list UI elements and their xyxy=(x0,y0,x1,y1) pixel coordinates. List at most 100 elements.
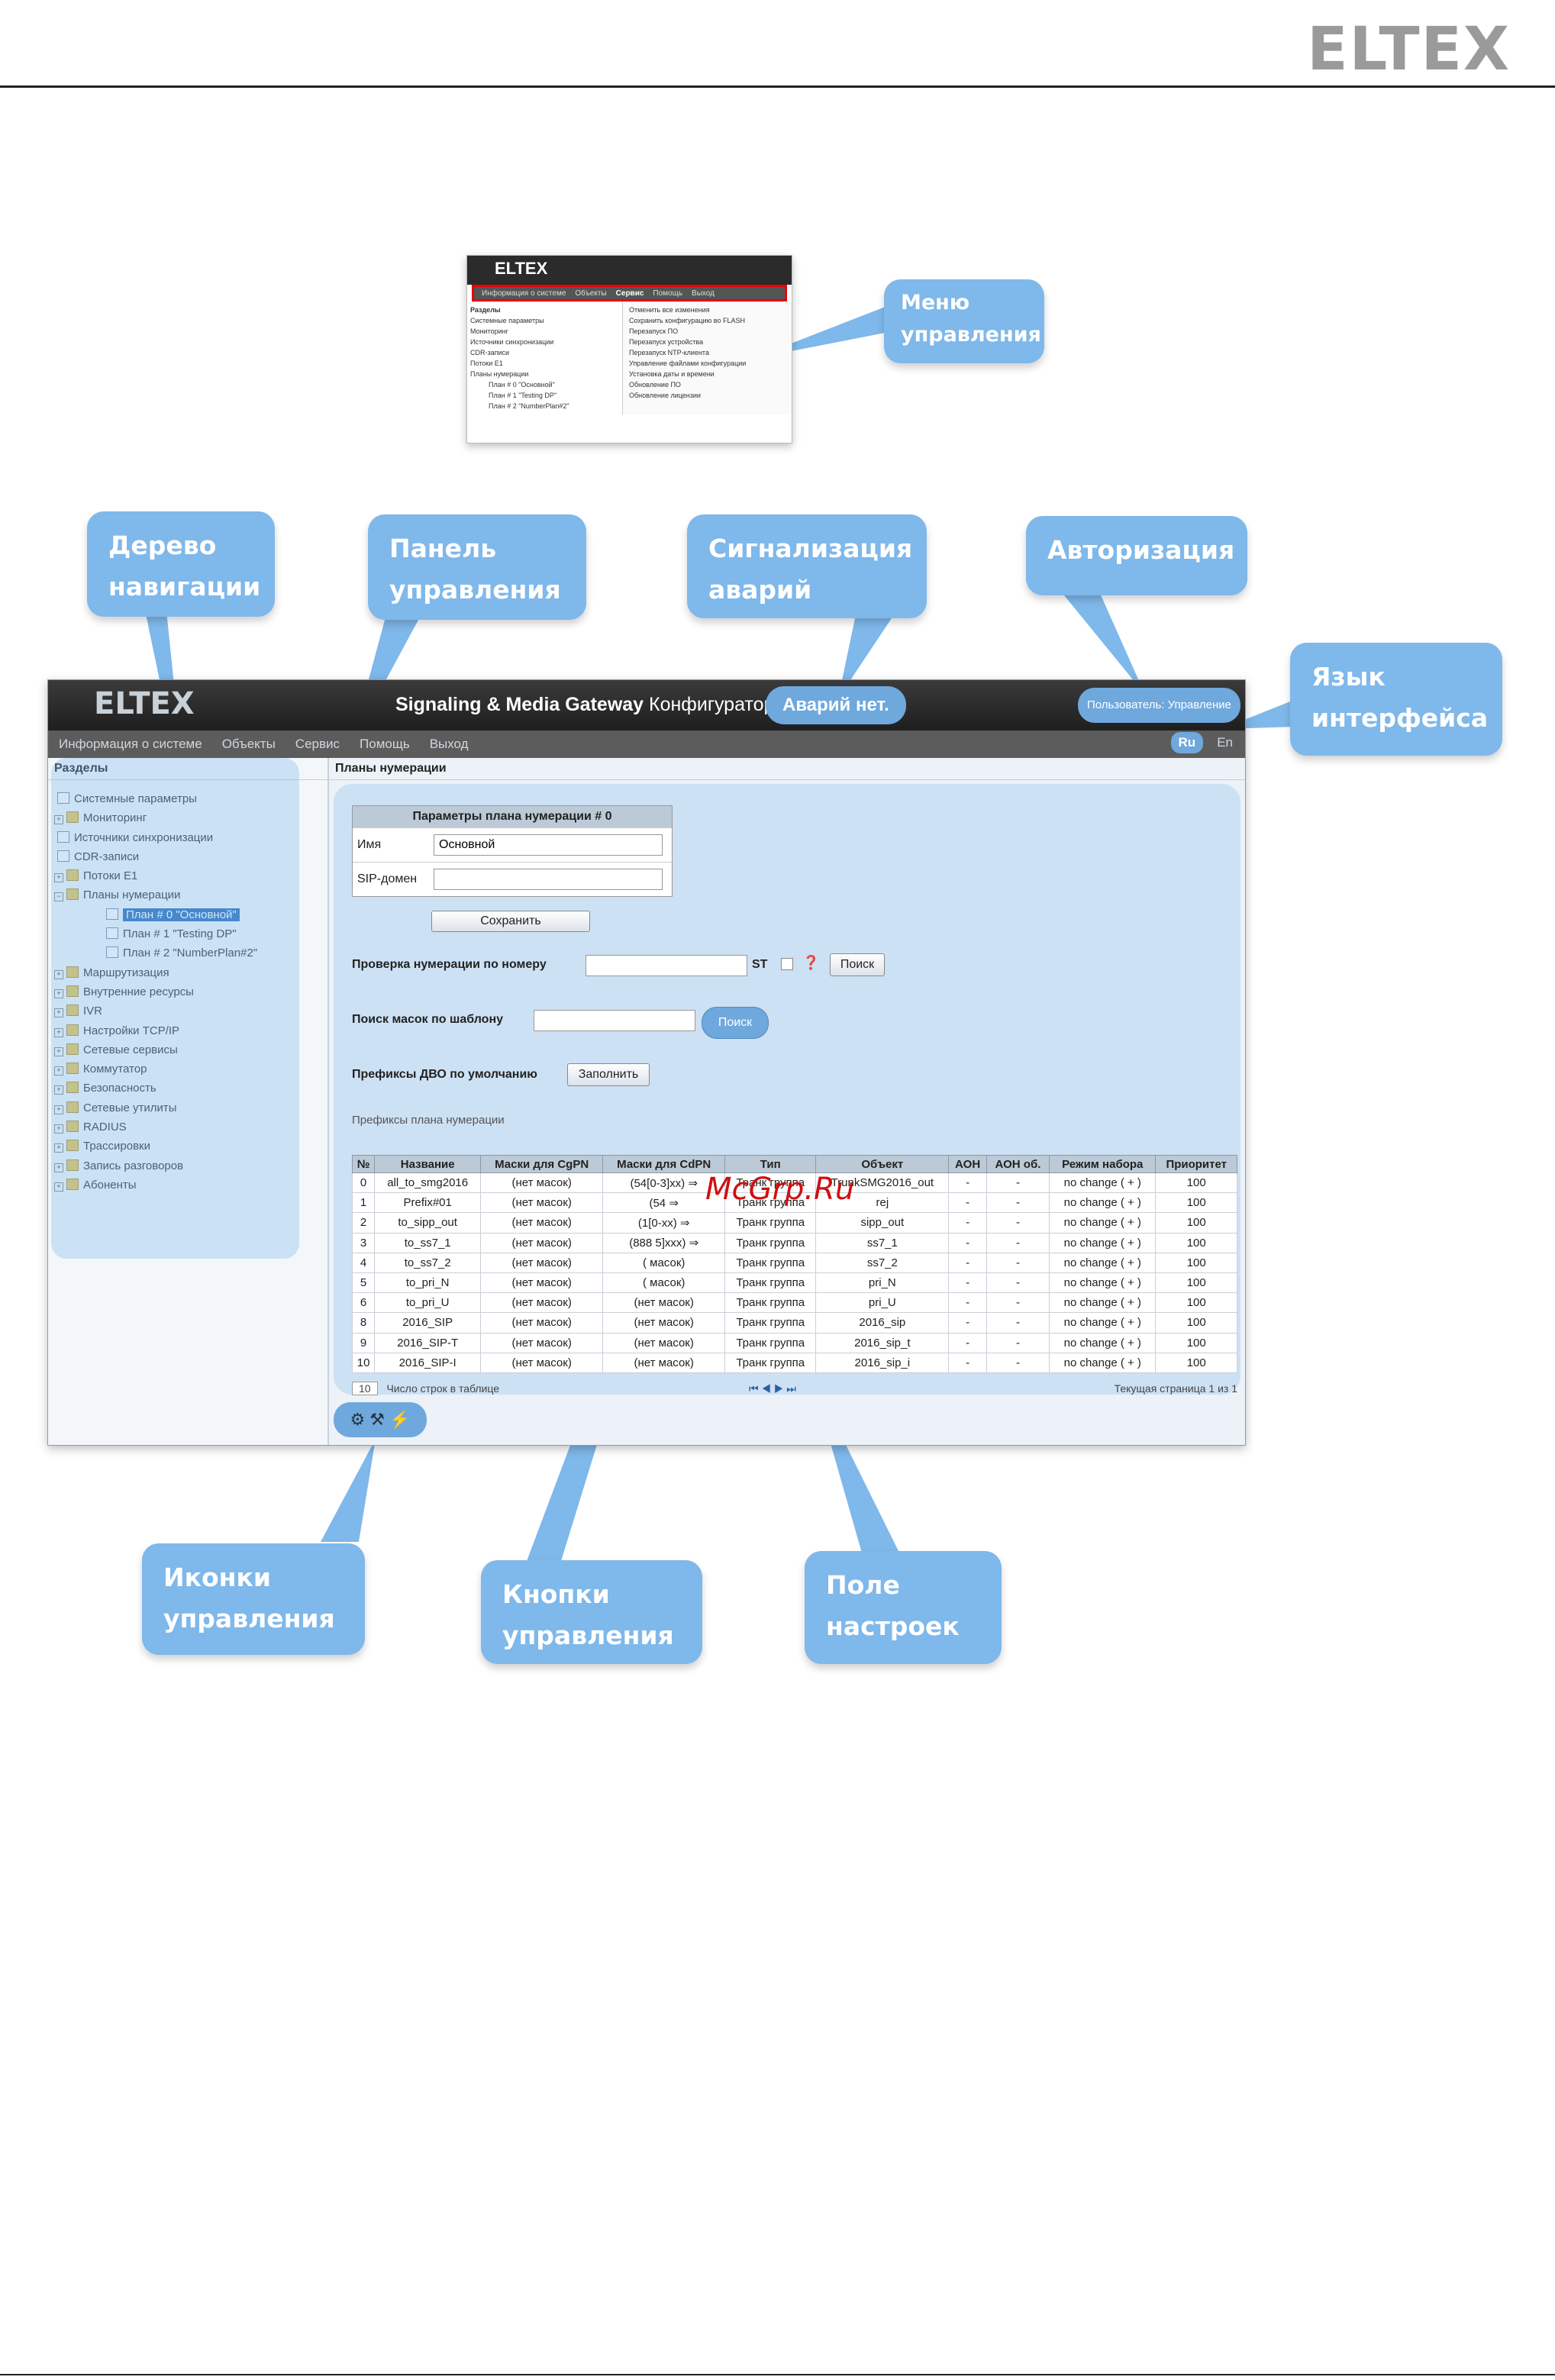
save-button[interactable]: Сохранить xyxy=(431,911,590,932)
name-input[interactable] xyxy=(434,834,663,856)
expand-icon[interactable]: + xyxy=(54,1105,63,1114)
tree-item[interactable]: +Потоки E1 xyxy=(54,866,327,885)
column-header[interactable]: Маски для CdPN xyxy=(602,1155,726,1173)
tree-item[interactable]: +RADIUS xyxy=(54,1117,327,1137)
expand-icon[interactable]: + xyxy=(54,1046,63,1056)
expand-icon[interactable]: + xyxy=(54,969,63,979)
user-authorization[interactable]: Пользователь: Управление xyxy=(1077,688,1240,723)
tools-icon[interactable]: ⚒ xyxy=(369,1410,386,1429)
inset-tree-item[interactable]: План # 0 "Основной" xyxy=(489,381,555,389)
tree-item[interactable]: Системные параметры xyxy=(54,789,327,808)
column-header[interactable]: Приоритет xyxy=(1155,1155,1237,1173)
inset-tree-item[interactable]: План # 1 "Testing DP" xyxy=(489,392,557,399)
tree-item[interactable]: +Настройки TCP/IP xyxy=(54,1021,327,1040)
expand-icon[interactable]: + xyxy=(54,1163,63,1172)
expand-icon[interactable]: + xyxy=(54,1143,63,1153)
tree-item[interactable]: +Сетевые сервисы xyxy=(54,1040,327,1059)
expand-icon[interactable]: + xyxy=(54,1008,63,1018)
column-header[interactable]: АОН об. xyxy=(986,1155,1050,1173)
tree-item[interactable]: Источники синхронизации xyxy=(54,828,327,847)
tree-item[interactable]: +Маршрутизация xyxy=(54,963,327,982)
expand-icon[interactable]: + xyxy=(54,1027,63,1037)
tree-item[interactable]: +Трассировки xyxy=(54,1137,327,1156)
sip-domain-input[interactable] xyxy=(434,869,663,890)
menu-item-service[interactable]: Сервис xyxy=(295,737,340,751)
tree-item[interactable]: +Внутренние ресурсы xyxy=(54,982,327,1001)
check-search-button[interactable]: Поиск xyxy=(830,953,885,976)
menu-item-help[interactable]: Помощь xyxy=(360,737,410,751)
lang-ru[interactable]: Ru xyxy=(1170,732,1204,753)
expand-icon[interactable]: + xyxy=(54,815,63,825)
tree-item[interactable]: +Запись разговоров xyxy=(54,1156,327,1175)
inset-tree-item[interactable]: Потоки E1 xyxy=(470,360,503,367)
column-header[interactable]: Тип xyxy=(724,1155,817,1173)
inset-tree-item[interactable]: CDR-записи xyxy=(470,349,510,356)
inset-dropdown-item[interactable]: Управление файлами конфигурации xyxy=(629,360,747,367)
expand-icon[interactable]: + xyxy=(54,1182,63,1192)
inset-tree-item[interactable]: Источники синхронизации xyxy=(470,338,554,346)
inset-dropdown-item[interactable]: Перезапуск устройства xyxy=(629,338,703,346)
tree-item[interactable]: План # 2 "NumberPlan#2" xyxy=(54,943,327,963)
inset-dropdown-item[interactable]: Отменить все изменения xyxy=(629,306,710,314)
pager-controls[interactable]: ⏮ ◀ ▶ ⏭ xyxy=(749,1382,796,1395)
chart-icon[interactable]: ⚡ xyxy=(389,1410,411,1429)
tree-item[interactable]: План # 1 "Testing DP" xyxy=(54,924,327,943)
tree-item[interactable]: CDR-записи xyxy=(54,847,327,866)
tree-item[interactable]: План # 0 "Основной" xyxy=(54,905,327,924)
inset-menu-item[interactable]: Сервис xyxy=(615,289,644,298)
tree-item[interactable]: +Абоненты xyxy=(54,1175,327,1195)
collapse-icon[interactable]: − xyxy=(54,892,63,902)
tree-item[interactable]: −Планы нумерации xyxy=(54,885,327,905)
check-number-input[interactable] xyxy=(586,955,747,976)
tree-item[interactable]: +Мониторинг xyxy=(54,808,327,827)
inset-menu-item[interactable]: Помощь xyxy=(653,289,683,298)
inset-tree-item[interactable]: Планы нумерации xyxy=(470,370,529,378)
menu-item-objects[interactable]: Объекты xyxy=(221,737,276,751)
alarm-indicator[interactable]: Аварий нет. xyxy=(766,686,906,724)
fill-button[interactable]: Заполнить xyxy=(567,1063,650,1086)
inset-tree-item[interactable]: Мониторинг xyxy=(470,327,508,335)
inset-menu-item[interactable]: Выход xyxy=(692,289,715,298)
network-icon[interactable]: ⚙ xyxy=(350,1410,366,1429)
inset-tree-item[interactable]: Системные параметры xyxy=(470,317,544,324)
column-header[interactable]: № xyxy=(351,1155,376,1173)
inset-dropdown-item[interactable]: Сохранить конфигурацию во FLASH xyxy=(629,317,745,324)
mask-search-button[interactable]: Поиск xyxy=(702,1007,769,1039)
column-header[interactable]: Объект xyxy=(815,1155,950,1173)
menu-item-system-info[interactable]: Информация о системе xyxy=(59,737,202,751)
menu-item-exit[interactable]: Выход xyxy=(429,737,469,751)
column-header[interactable]: Режим набора xyxy=(1049,1155,1157,1173)
inset-dropdown-item[interactable]: Перезапуск ПО xyxy=(629,327,679,335)
expand-icon[interactable]: + xyxy=(54,1066,63,1076)
expand-icon[interactable]: + xyxy=(54,988,63,998)
lang-en[interactable]: En xyxy=(1217,735,1233,750)
help-icon[interactable]: ❓ xyxy=(802,955,820,970)
tree-item[interactable]: +Коммутатор xyxy=(54,1059,327,1079)
expand-icon[interactable]: + xyxy=(54,873,63,883)
inset-menu-item[interactable]: Объекты xyxy=(575,289,607,298)
column-header[interactable]: АОН xyxy=(948,1155,987,1173)
inset-dropdown-item[interactable]: Обновление ПО xyxy=(629,381,681,389)
inset-dropdown-item[interactable]: Установка даты и времени xyxy=(629,370,715,378)
inset-dropdown-item[interactable]: Перезапуск NTP-клиента xyxy=(629,349,709,356)
inset-tree-item[interactable]: План # 2 "NumberPlan#2" xyxy=(489,402,569,410)
tree-item[interactable]: +IVR xyxy=(54,1001,327,1021)
expand-icon[interactable]: + xyxy=(54,1085,63,1095)
inset-dropdown-item[interactable]: Обновление лицензии xyxy=(629,392,701,399)
rows-per-page-select[interactable]: 10 xyxy=(352,1382,378,1395)
expand-icon[interactable]: + xyxy=(54,1124,63,1134)
inset-menu-item[interactable]: Информация о системе xyxy=(482,289,566,298)
column-header[interactable]: Название xyxy=(374,1155,482,1173)
st-checkbox[interactable] xyxy=(781,958,793,970)
mask-search-input[interactable] xyxy=(534,1010,695,1031)
control-icons[interactable]: ⚙ ⚒ ⚡ xyxy=(334,1402,427,1437)
